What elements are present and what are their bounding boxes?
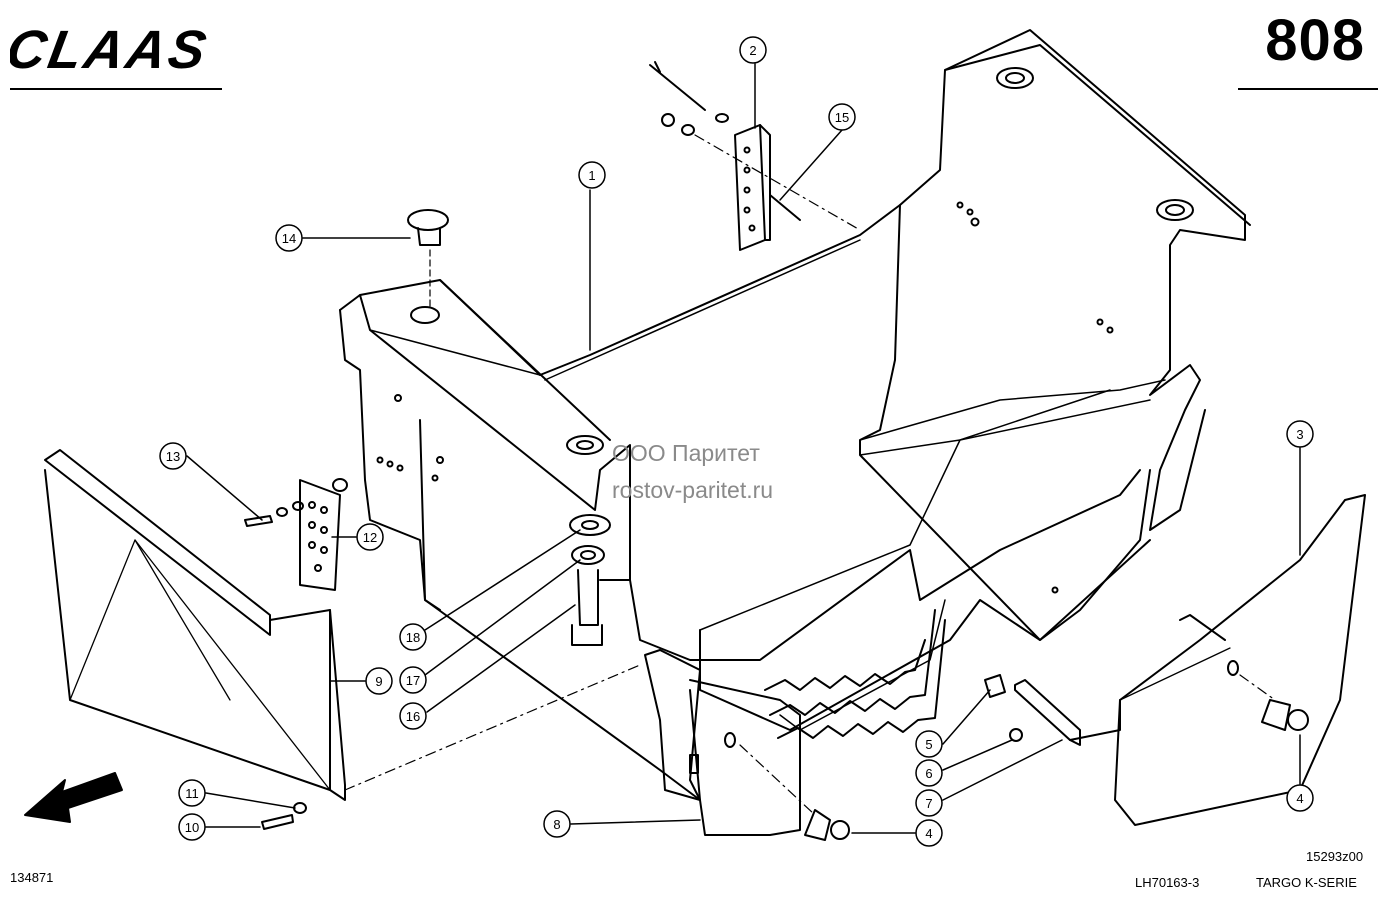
- callout-label: 18: [406, 630, 420, 645]
- callout-label: 6: [925, 766, 932, 781]
- callout-circle: [739, 36, 767, 64]
- callout-label: 7: [925, 796, 932, 811]
- callout-circle: [543, 810, 571, 838]
- callout-label: 5: [925, 737, 932, 752]
- callout-circle: [178, 779, 206, 807]
- callout-leader: [205, 792, 296, 809]
- bracket-part-7: [1014, 679, 1121, 746]
- series-name: TARGO K-SERIE: [1256, 875, 1357, 890]
- bushing-part-14: [407, 209, 449, 311]
- callout-leader: [942, 689, 991, 745]
- callout-leader: [779, 129, 843, 201]
- claas-logo: CLAAS: [10, 22, 213, 74]
- callout-circle: [915, 789, 943, 817]
- callout-label: 3: [1296, 427, 1303, 442]
- callout-label: 11: [185, 786, 199, 801]
- callout-label: 13: [166, 449, 180, 464]
- latch-fastener-4-right: [1239, 674, 1309, 731]
- header-rule-left: [10, 88, 222, 90]
- drawing-code: 15293z00: [1306, 849, 1364, 864]
- callout-leader: [186, 455, 263, 521]
- bracket-plate-part-12: [299, 479, 341, 591]
- callout-circle: [399, 702, 427, 730]
- callout-leader: [942, 739, 1063, 801]
- callout-leader: [424, 529, 581, 631]
- step-frame-part-1: [339, 29, 1251, 801]
- callout-label: 10: [185, 820, 199, 835]
- callout-leader: [570, 819, 701, 825]
- callout-label: 2: [749, 43, 756, 58]
- direction-arrow-icon: [24, 772, 123, 823]
- step-bar-part-2: [649, 61, 861, 251]
- left-code: 134871: [10, 870, 54, 885]
- callout-leader: [942, 739, 1013, 771]
- callout-circle: [275, 224, 303, 252]
- callout-circle: [1286, 784, 1314, 812]
- callout-label: 12: [363, 530, 377, 545]
- callout-circle: [159, 442, 187, 470]
- watermark-url: rostov-paritet.ru: [612, 477, 774, 503]
- claas-logo-text: CLAAS: [10, 22, 213, 74]
- callout-leader: [426, 604, 576, 713]
- callout-label: 1: [588, 168, 595, 183]
- callout-circle: [915, 819, 943, 847]
- washer-stack-16-17-18: [566, 435, 611, 646]
- header-rule-right: [1238, 88, 1378, 90]
- step-cover-part-8: [644, 649, 801, 836]
- callout-label: 14: [282, 231, 296, 246]
- callout-circle: [356, 523, 384, 551]
- callout-leader: [424, 559, 581, 676]
- callout-label: 17: [406, 673, 420, 688]
- callout-circle: [915, 730, 943, 758]
- callout-label: 4: [1296, 791, 1303, 806]
- callout-circle: [399, 623, 427, 651]
- doc-code: LH70163-3: [1135, 875, 1200, 890]
- right-side-panel-part-3: [1114, 494, 1366, 826]
- watermark-company: ООО Паритет: [612, 440, 760, 466]
- callout-circle: [828, 103, 856, 131]
- bolt-13-assembly: [244, 478, 348, 527]
- callout-label: 8: [553, 817, 560, 832]
- callout-label: 15: [835, 110, 849, 125]
- left-side-panel-part-9: [44, 449, 346, 801]
- callout-label: 9: [375, 674, 382, 689]
- latch-fastener-4-left: [739, 744, 850, 841]
- callout-circle: [399, 666, 427, 694]
- callout-label: 16: [406, 709, 420, 724]
- callout-circle: [365, 667, 393, 695]
- bolt-10-washer-11: [261, 664, 641, 830]
- callout-circle: [578, 161, 606, 189]
- callout-circle: [1286, 420, 1314, 448]
- callout-label: 4: [925, 826, 932, 841]
- page-number: 808: [1265, 8, 1365, 73]
- callout-circle: [915, 759, 943, 787]
- callout-circle: [178, 813, 206, 841]
